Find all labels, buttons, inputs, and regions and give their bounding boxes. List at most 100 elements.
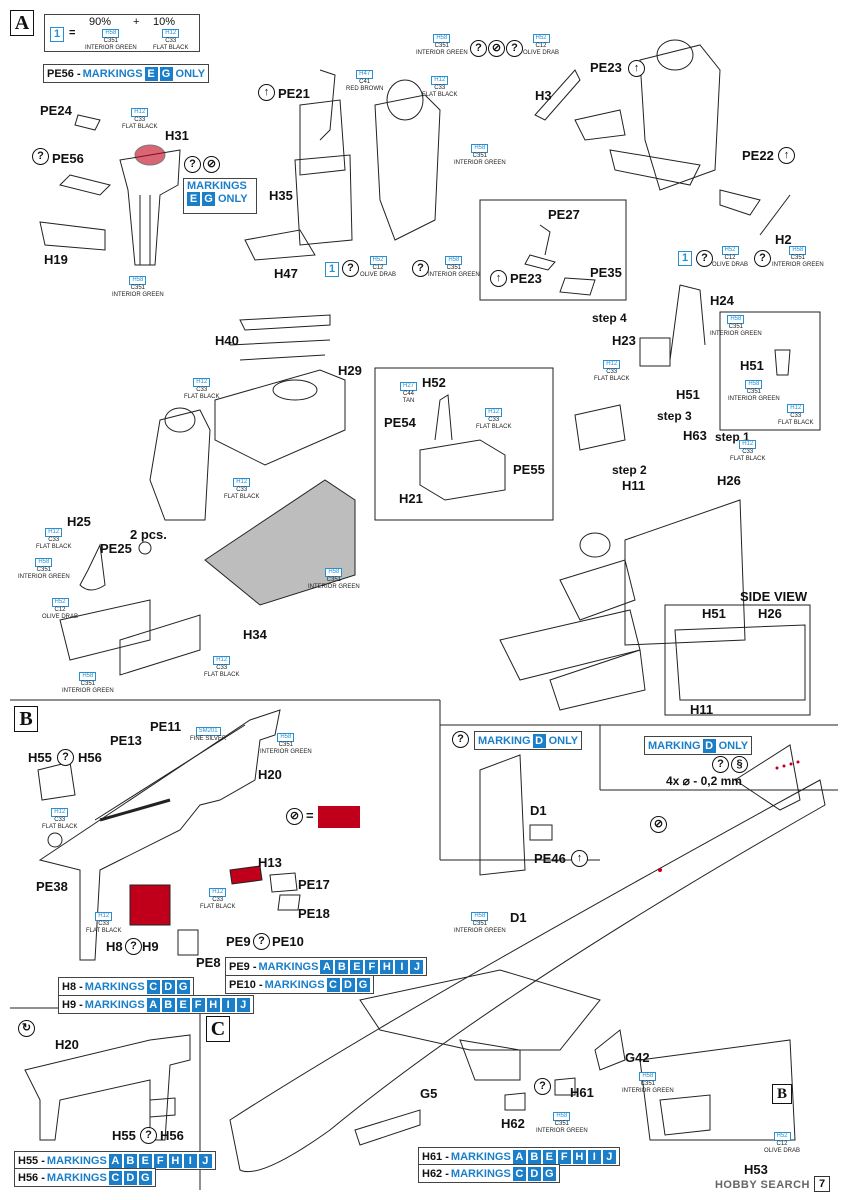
part-pe9: PE9 [226,934,251,949]
part-h61: H61 [570,1085,594,1100]
optional-icon: ? [470,40,487,57]
part-g42: G42 [625,1050,650,1065]
bend-icon: ⊘ [203,156,220,173]
part-pe24: PE24 [40,103,72,118]
section-b-reference: B [772,1084,792,1104]
part-h55: H55 [28,750,52,765]
part-h25: H25 [67,514,91,529]
part-pe18: PE18 [298,906,330,921]
part-h52: H52 [422,375,446,390]
part-d1-c: D1 [510,910,527,925]
part-h35: H35 [269,188,293,203]
color-sample-icon: ⊘ [286,808,303,825]
optional-icon: ? [506,40,523,57]
ratio-plus: + [133,16,140,28]
optional-icon: ? [57,749,74,766]
part-h8: H8 [106,939,123,954]
side-view-title: SIDE VIEW [740,589,808,604]
section-letter-a: A [10,10,34,36]
part-h40: H40 [215,333,239,348]
part-h51: H51 [676,387,700,402]
drill-icon: § [731,756,748,773]
part-pe21: PE21 [278,86,310,101]
part-h3: H3 [535,88,552,103]
part-h20-alt: H20 [55,1037,79,1052]
optional-icon: ? [754,250,771,267]
ratio-number: 1 [50,27,64,42]
bend-arrow-icon: ↑ [258,84,275,101]
part-pe35: PE35 [590,265,622,280]
optional-icon: ? [342,260,359,277]
ratio-90: 90% [89,16,112,28]
red-color-swatch [318,806,360,828]
part-h26-side: H26 [758,606,782,621]
ratio-ref-icon: 1 [678,251,692,266]
optional-icon: ? [534,1078,551,1095]
part-pe8: PE8 [196,955,221,970]
optional-icon: ? [32,148,49,165]
drill-note: 4x ⌀ - 0,2 mm [666,774,742,788]
part-h19: H19 [44,252,68,267]
part-h29: H29 [338,363,362,378]
section-letter-c: C [206,1016,230,1042]
part-h55-alt: H55 [112,1128,136,1143]
part-pe27: PE27 [548,207,580,222]
part-pe54: PE54 [384,415,416,430]
part-pe23-b: PE23 [510,271,542,286]
optional-icon: ? [412,260,429,277]
section-letter-b: B [14,706,38,732]
part-pe25: PE25 [100,541,132,556]
part-pe38: PE38 [36,879,68,894]
part-h62: H62 [501,1116,525,1131]
part-h24: H24 [710,293,734,308]
part-h51-side: H51 [702,606,726,621]
ratio-eq: = [69,27,76,39]
ratio-ref-icon: 1 [325,262,339,277]
part-h2: H2 [775,232,792,247]
optional-icon: ? [184,156,201,173]
part-pe22: PE22 [742,148,774,163]
optional-icon: ? [452,731,469,748]
step-4: step 4 [592,311,627,325]
bend-icon: ⊘ [488,40,505,57]
part-pe13: PE13 [110,733,142,748]
part-pe23: PE23 [590,60,622,75]
pe56-markings-note: PE56 - MARKINGS E G ONLY [43,64,210,83]
bend-arrow-icon: ↑ [778,147,795,164]
